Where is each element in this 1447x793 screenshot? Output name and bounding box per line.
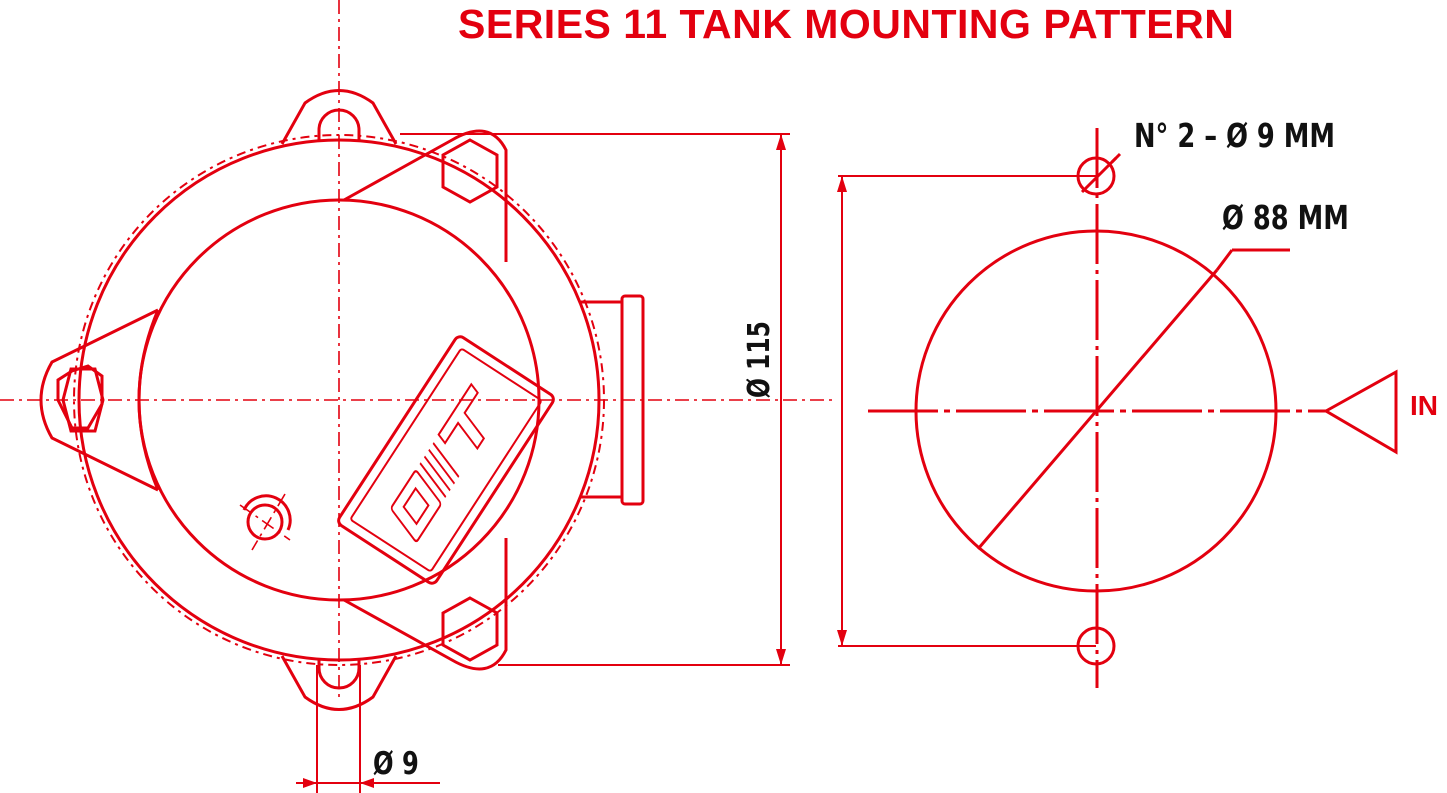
bottom-ear xyxy=(280,655,398,711)
bottom-right-lug xyxy=(343,538,508,671)
bottom-right-bolt-hex-icon xyxy=(441,596,499,662)
bolt-pitch-circle xyxy=(73,134,605,666)
pump-front-view xyxy=(0,0,835,793)
inlet-flange xyxy=(620,294,645,506)
overall-diameter-label: Ø 115 xyxy=(742,321,777,398)
inlet-arrow-icon xyxy=(1322,369,1398,455)
drain-hole-icon xyxy=(239,493,292,551)
bolt-circle-88 xyxy=(914,229,1278,593)
top-ear-slot xyxy=(317,108,361,142)
outer-body-circle xyxy=(77,138,601,662)
omt-logo-plate xyxy=(337,335,555,585)
holes-label: N° 2 – Ø 9 MM xyxy=(1134,116,1336,155)
mounting-pattern-view xyxy=(837,128,1398,688)
left-lug xyxy=(39,308,159,492)
top-right-bolt-hex-icon xyxy=(441,138,499,204)
hole-diameter-label: Ø 9 xyxy=(373,746,419,782)
top-ear xyxy=(280,89,398,145)
top-right-lug xyxy=(343,129,508,262)
bolt-circle-label: Ø 88 MM xyxy=(1222,198,1349,237)
page-title: SERIES 11 TANK MOUNTING PATTERN xyxy=(458,1,1235,47)
diameter-leader xyxy=(976,269,1219,550)
bottom-ear-slot xyxy=(317,658,361,690)
inlet-label: IN xyxy=(1410,390,1438,421)
